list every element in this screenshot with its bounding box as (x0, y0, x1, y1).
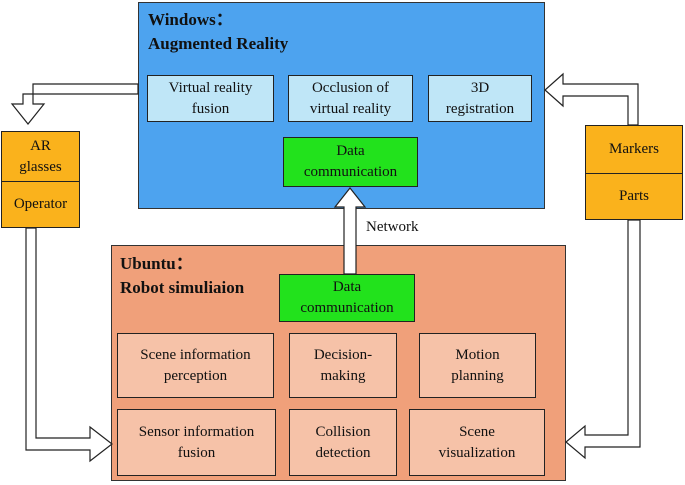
windows-data-communication-box: Data communication (283, 137, 418, 187)
scene-information-perception-box: Scene information perception (117, 333, 274, 398)
arrow-network-up (333, 187, 367, 275)
windows-ar-title: Windows： Augmented Reality (148, 10, 289, 53)
ubuntu-robot-title: Ubuntu： Robot simuliaion (120, 254, 245, 297)
decision-making-box: Decision- making (289, 333, 397, 398)
arrow-operator-to-sensor-fusion (25, 227, 113, 463)
virtual-reality-fusion-box: Virtual reality fusion (147, 75, 274, 122)
scene-visualization-box: Scene visualization (409, 409, 545, 476)
3d-registration-box: 3D registration (428, 75, 532, 122)
collision-detection-box: Collision detection (289, 409, 397, 476)
ar-glasses-box: AR glasses (1, 131, 80, 182)
arrow-parts-to-scene-visualization (565, 219, 641, 460)
sensor-information-fusion-box: Sensor information fusion (117, 409, 276, 476)
occlusion-virtual-reality-box: Occlusion of virtual reality (288, 75, 413, 122)
ubuntu-data-communication-box: Data communication (279, 274, 415, 322)
markers-box: Markers (585, 125, 683, 174)
operator-box: Operator (1, 181, 80, 228)
arrow-markers-to-3d-registration (544, 72, 639, 126)
network-label: Network (366, 219, 419, 235)
arrow-windows-to-ar-glasses (10, 83, 139, 125)
motion-planning-box: Motion planning (419, 333, 536, 398)
